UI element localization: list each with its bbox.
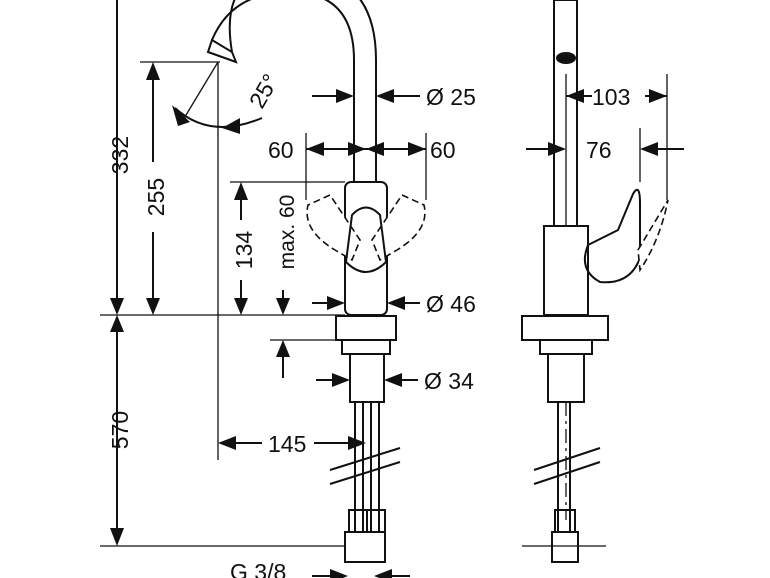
label-d46: Ø 46	[426, 291, 476, 317]
arrow-d34-left	[332, 373, 350, 387]
lever-handle	[344, 206, 388, 273]
arrow-145-right	[348, 436, 366, 450]
arrow-103-left	[566, 89, 584, 103]
side-base-plate	[521, 315, 609, 341]
arrow-103-right	[649, 89, 667, 103]
break-line-1	[329, 447, 401, 471]
label-max60: max. 60	[276, 195, 299, 270]
arrow-d46-left	[327, 296, 345, 310]
label-332: 332	[107, 136, 133, 174]
label-swing-right: 60	[430, 137, 456, 163]
fitting	[344, 531, 386, 563]
arrow-swing-l2	[348, 142, 366, 156]
angle-line	[179, 61, 219, 126]
arrow-134-top	[234, 182, 248, 200]
arrow-swing-r2	[408, 142, 426, 156]
label-d34: Ø 34	[424, 368, 474, 394]
lever-swing-left	[306, 193, 361, 262]
base-plate	[335, 315, 397, 341]
arrow-g38-left	[330, 569, 348, 578]
arrow-145-left	[218, 436, 236, 450]
label-d25: Ø 25	[426, 84, 476, 110]
connector-right	[366, 509, 386, 533]
side-break-2	[533, 461, 601, 485]
arrow-d25-left	[336, 89, 354, 103]
arrow-570-top	[110, 315, 124, 332]
arrow-d25-right	[376, 89, 394, 103]
arrow-swing-l1	[306, 142, 324, 156]
label-255: 255	[143, 178, 169, 216]
arrow-76-left	[548, 142, 566, 156]
break-line-2	[329, 461, 401, 485]
spout-inner	[228, 0, 377, 182]
arrow-d34-right	[384, 373, 402, 387]
side-lever	[584, 188, 641, 284]
arrow-swing-r1	[366, 142, 384, 156]
side-break-1	[533, 447, 601, 471]
label-134: 134	[231, 231, 257, 270]
side-lever-swing	[637, 199, 669, 273]
arrow-255-top	[146, 62, 160, 80]
side-thread	[539, 339, 593, 355]
front-view	[206, 0, 426, 563]
arrow-76-right	[640, 142, 658, 156]
side-fitting	[551, 531, 579, 563]
spout-outer	[211, 0, 355, 182]
aerator	[206, 38, 238, 64]
side-body	[543, 225, 589, 316]
shank	[349, 353, 385, 403]
side-shank	[547, 353, 585, 403]
arrow-332	[110, 298, 124, 315]
arrow-g38-right	[374, 569, 392, 578]
label-g38: G 3/8	[230, 559, 286, 578]
label-angle: 25°	[244, 69, 284, 112]
label-76: 76	[586, 137, 612, 163]
label-145: 145	[268, 431, 306, 457]
arrow-d46-right	[387, 296, 405, 310]
label-swing-left: 60	[268, 137, 294, 163]
angle-arc	[174, 107, 263, 128]
arrow-134-bottom	[234, 298, 248, 315]
connector-left	[348, 509, 368, 533]
label-103: 103	[592, 84, 630, 110]
lever-swing-right	[371, 193, 426, 262]
arrow-angle-right	[222, 118, 240, 134]
arrow-570-bottom	[110, 528, 124, 546]
arrow-255-bottom	[146, 298, 160, 315]
base-thread	[341, 339, 391, 355]
arrow-angle-left	[172, 105, 190, 126]
side-aerator-fill	[557, 54, 575, 62]
arrow-max60	[276, 298, 290, 315]
arrow-max60-base	[276, 340, 290, 357]
label-570: 570	[107, 411, 133, 449]
